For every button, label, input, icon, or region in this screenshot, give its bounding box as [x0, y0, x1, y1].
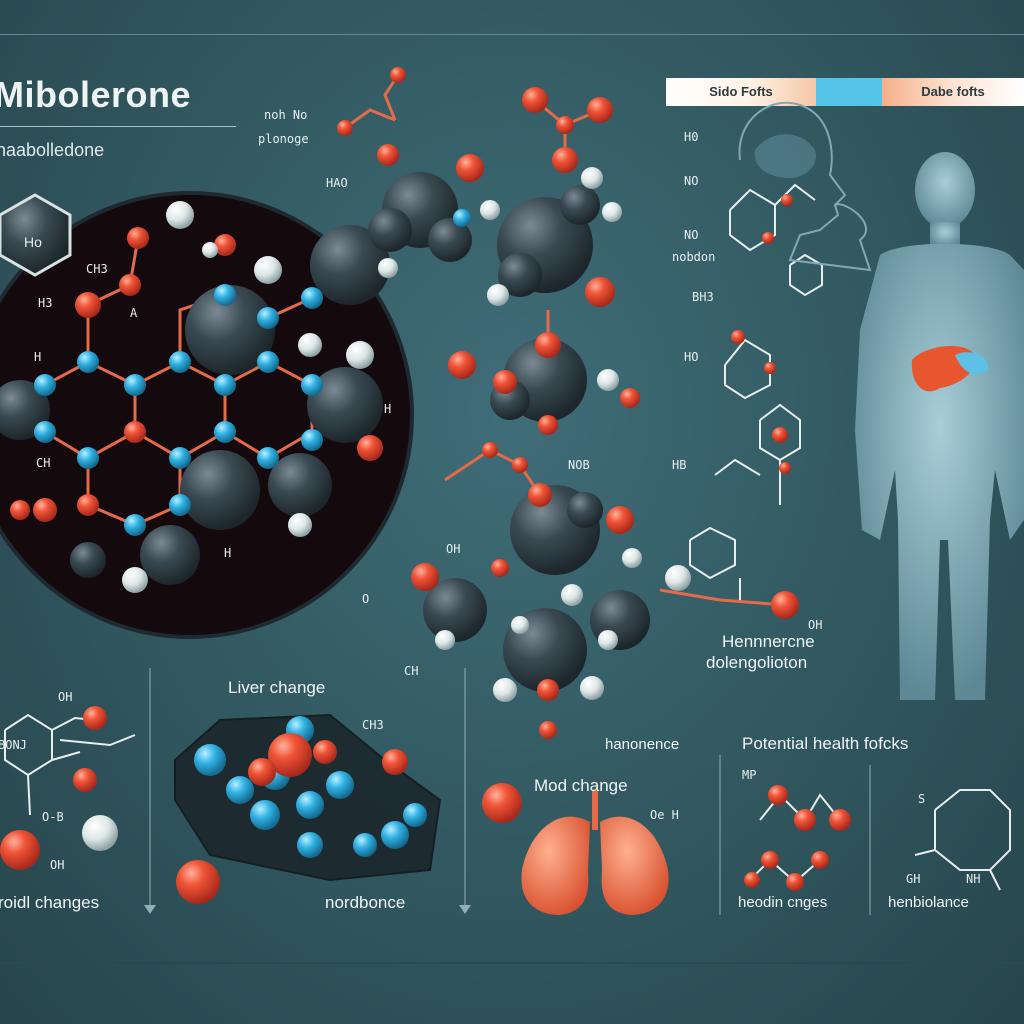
br-red-2 — [794, 809, 816, 831]
lungs-icon — [521, 790, 669, 915]
chem-s: S — [918, 792, 926, 806]
chem-r-hb: HB — [672, 458, 687, 472]
molecule-icon — [0, 193, 72, 277]
bottom-dividers — [149, 668, 871, 915]
roidl-changes-label: roidl changes — [0, 893, 100, 912]
page-title: Mibolerone — [0, 74, 192, 115]
br-red-4 — [761, 851, 779, 869]
chem-oh-bl: OH — [58, 690, 73, 704]
bl-red-1 — [83, 706, 107, 730]
chem-oh-right: OH — [808, 618, 823, 632]
top-rule — [0, 34, 1024, 35]
potential-health-risks-label: Potential health fofcks — [742, 734, 909, 753]
chem-r-bh: BH3 — [692, 290, 714, 304]
chem-ch-mid: CH — [404, 664, 419, 678]
chem-r-ho2: HO — [684, 350, 699, 364]
skeletal-red-atoms — [731, 194, 793, 474]
chem-bonj: BONJ — [0, 738, 27, 752]
nordbonce-label: nordbonce — [325, 893, 406, 912]
skeletal-structures — [689, 183, 823, 600]
bottom-rule — [0, 962, 1024, 964]
central-molecule-chain — [337, 67, 799, 739]
bl-red-3 — [0, 830, 40, 870]
bl-white-1 — [82, 815, 118, 851]
chem-ch3-liver: CH3 — [362, 718, 384, 732]
liver-icon — [911, 345, 989, 392]
steroid-atoms-red — [10, 227, 383, 522]
page-subtitle: naabolledone — [0, 140, 105, 160]
chem-r-ho: H0 — [684, 130, 699, 144]
steroid-atoms-white — [122, 201, 374, 593]
mod-change-atom — [482, 783, 522, 823]
hormone-label-1: Hennnercne — [722, 632, 815, 651]
chem-nh: NH — [966, 872, 981, 886]
chem-a: A — [130, 306, 138, 320]
tag-divider — [816, 78, 882, 106]
chem-ch-left: CH — [36, 456, 51, 470]
head-profile-icon — [738, 101, 872, 272]
chem-h3: H3 — [38, 296, 53, 310]
human-body-icon — [855, 152, 1024, 700]
chem-hao: HAO — [326, 176, 348, 190]
hex-badge-text: Ho — [24, 234, 42, 250]
chem-plonoge: plonoge — [258, 132, 309, 146]
chem-r-no2: NO — [684, 228, 699, 242]
side-effects-tag: Sido Fofts — [666, 78, 816, 106]
dose-effects-tag: Dabe fofts — [882, 78, 1024, 106]
arrow-down-icon — [144, 905, 471, 914]
chem-h-right: H — [384, 402, 392, 416]
chem-oh-lower: OH — [50, 858, 65, 872]
chem-nob: NOB — [568, 458, 590, 472]
title-divider — [0, 126, 236, 127]
chem-r-nobdon: nobdon — [672, 250, 716, 264]
bl-red-2 — [73, 768, 97, 792]
chem-gh: GH — [906, 872, 921, 886]
liver-change-molecule — [174, 713, 442, 904]
br-red-7 — [744, 872, 760, 888]
chem-noh-no: noh No — [264, 108, 308, 122]
steroid-atoms-dark — [0, 225, 390, 585]
hormone-label-2: dolengolioton — [706, 653, 808, 672]
chem-oe-h: Oe H — [650, 808, 679, 822]
mod-change-label: Mod change — [534, 776, 628, 795]
chem-r-no: NO — [684, 174, 699, 188]
chem-mp: MP — [742, 768, 757, 782]
chem-o-b: O-B — [42, 810, 64, 824]
br-red-3 — [829, 809, 851, 831]
chem-ch3: CH3 — [86, 262, 108, 276]
bottom-left-structure — [4, 713, 136, 816]
chem-oh-mid: OH — [446, 542, 461, 556]
chem-o-mid: O — [362, 592, 370, 606]
hanonence-label: hanonence — [605, 736, 680, 753]
br-red-6 — [811, 851, 829, 869]
henbiolance-label: henbiolance — [888, 894, 969, 911]
heodin-changes-label: heodin cnges — [738, 894, 828, 911]
liver-change-label: Liver change — [228, 678, 326, 697]
chem-h-left: H — [34, 350, 42, 364]
chem-h-bottom: H — [224, 546, 232, 560]
br-red-1 — [768, 785, 788, 805]
br-red-5 — [786, 873, 804, 891]
steroid-atoms-blue — [34, 284, 323, 536]
